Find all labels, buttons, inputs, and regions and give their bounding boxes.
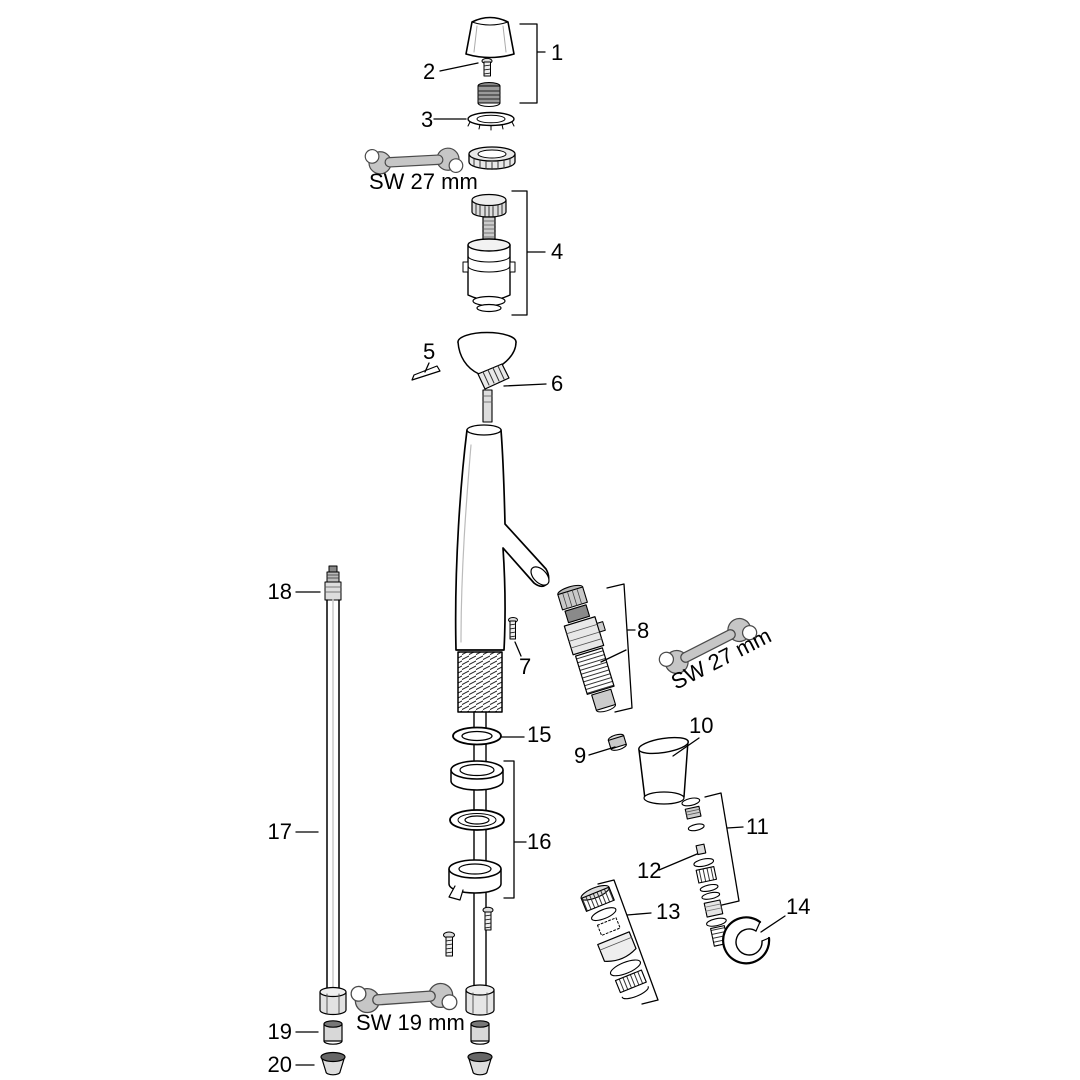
leader-part-10 xyxy=(672,737,700,757)
part-20-cap-left xyxy=(320,1051,346,1076)
callout-labels: 1 2 3 4 5 6 7 8 9 10 11 12 13 14 15 16 1… xyxy=(268,40,811,1077)
part-12-square-insert xyxy=(695,843,707,856)
part-10-spout-cone xyxy=(638,736,689,805)
bracket-part-13 xyxy=(597,879,659,1005)
bracket-part-16 xyxy=(503,760,527,899)
leader-part-9 xyxy=(588,746,616,756)
leader-part-12 xyxy=(658,853,698,871)
leader-part-6 xyxy=(503,383,547,387)
leader-part-2 xyxy=(439,62,479,72)
callout-5: 5 xyxy=(423,339,435,364)
callout-19: 19 xyxy=(268,1019,292,1044)
part-18-hose-connector xyxy=(324,565,342,601)
fixing-screw-left xyxy=(443,931,455,957)
part-17-supply-hose xyxy=(326,599,340,989)
bracket-part-4 xyxy=(511,190,546,316)
leader-part-5 xyxy=(424,362,430,373)
part-19-plug-right xyxy=(470,1020,490,1045)
part-7-screw xyxy=(508,617,518,640)
outlet-stem xyxy=(482,389,493,423)
callout-4: 4 xyxy=(551,239,563,264)
part-1-handle-knob xyxy=(465,16,515,59)
callout-17: 17 xyxy=(268,819,292,844)
callout-2: 2 xyxy=(423,59,435,84)
leader-part-14 xyxy=(760,915,786,933)
callout-9: 9 xyxy=(574,743,586,768)
leader-lines xyxy=(295,23,786,1066)
part-2-grub-screw xyxy=(481,57,493,77)
wrench-sw19-bottom-label: SW 19 mm xyxy=(356,1010,465,1035)
callout-1: 1 xyxy=(551,40,563,65)
callout-6: 6 xyxy=(551,371,563,396)
part-4-cartridge-assembly xyxy=(462,193,516,313)
hose-end-nut xyxy=(319,986,347,1016)
part-9-valve-piece xyxy=(607,733,627,751)
callout-3: 3 xyxy=(421,107,433,132)
callout-10: 10 xyxy=(689,713,713,738)
bracket-part-8 xyxy=(600,583,636,713)
callout-11: 11 xyxy=(746,814,769,839)
rod-connector-nut xyxy=(465,984,495,1016)
callout-12: 12 xyxy=(637,858,661,883)
faucet-body xyxy=(454,424,550,651)
callout-8: 8 xyxy=(637,618,649,643)
part-8-diverter-assembly xyxy=(557,584,617,713)
part-2-threaded-insert xyxy=(477,82,501,107)
part-3-serrated-ring xyxy=(467,111,515,131)
fixing-screw-right xyxy=(482,906,494,931)
leader-part-7 xyxy=(514,641,522,657)
callout-16: 16 xyxy=(527,829,551,854)
part-5-clip-pin xyxy=(411,365,441,381)
wrench-sw27-top-label: SW 27 mm xyxy=(369,169,478,194)
bracket-part-1 xyxy=(519,23,546,104)
callout-18: 18 xyxy=(268,579,292,604)
part-20-cap-right xyxy=(467,1051,493,1076)
bracket-part-11 xyxy=(704,792,744,906)
threaded-shank xyxy=(457,651,503,713)
part-19-plug-left xyxy=(323,1020,343,1045)
part-16-base-seal-set xyxy=(448,760,505,901)
part-13-aerator-stack xyxy=(580,884,649,1000)
supply-rod xyxy=(473,711,487,987)
part-11-check-valve-stack xyxy=(681,797,729,947)
callout-15: 15 xyxy=(527,722,551,747)
callout-7: 7 xyxy=(519,654,531,679)
callout-13: 13 xyxy=(656,899,680,924)
callout-14: 14 xyxy=(786,894,810,919)
part-15-o-ring xyxy=(452,726,502,746)
union-nut-sw27 xyxy=(468,146,516,170)
callout-20: 20 xyxy=(268,1052,292,1077)
part-6-outlet-elbow xyxy=(457,331,517,390)
part-14-retaining-clip xyxy=(722,916,771,965)
